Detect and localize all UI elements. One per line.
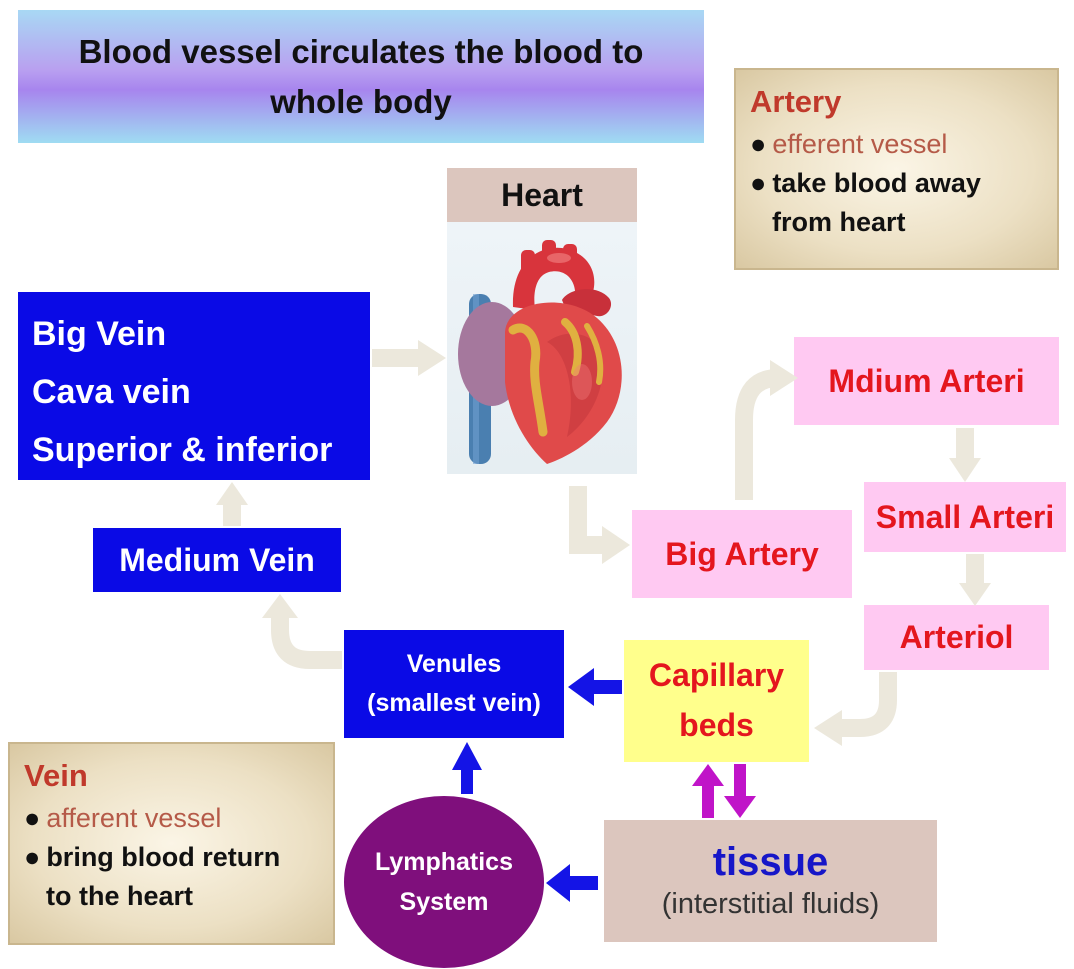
arrow-capillary-to-tissue bbox=[724, 796, 756, 818]
arrow-venules-to-mediumvein bbox=[280, 615, 342, 660]
arrow-lymphatics-to-venules bbox=[452, 742, 482, 770]
arrowhead-mediumvein-bigvein bbox=[216, 482, 248, 505]
arrowhead-mediumarteri-smallarteri bbox=[949, 458, 981, 482]
arrow-bigartery-to-mediumarteri bbox=[744, 378, 778, 500]
arrow-tissue-to-lymphatics bbox=[546, 864, 570, 902]
arrowhead-bigvein-heart bbox=[418, 340, 446, 376]
arrow-arteriol-to-capillary bbox=[838, 672, 888, 728]
arrowhead-bigartery-mediumarteri bbox=[770, 360, 798, 396]
arrowhead-venules-mediumvein bbox=[262, 594, 298, 618]
arrowhead-smallarteri-arteriol bbox=[959, 583, 991, 606]
arrow-tissue-to-capillary bbox=[692, 764, 724, 786]
arrow-capillary-to-venules bbox=[568, 668, 594, 706]
arrowhead-arteriol-capillary bbox=[814, 710, 842, 746]
arrow-heart-to-bigartery bbox=[578, 486, 605, 545]
arrowhead-heart-bigartery bbox=[602, 526, 630, 564]
